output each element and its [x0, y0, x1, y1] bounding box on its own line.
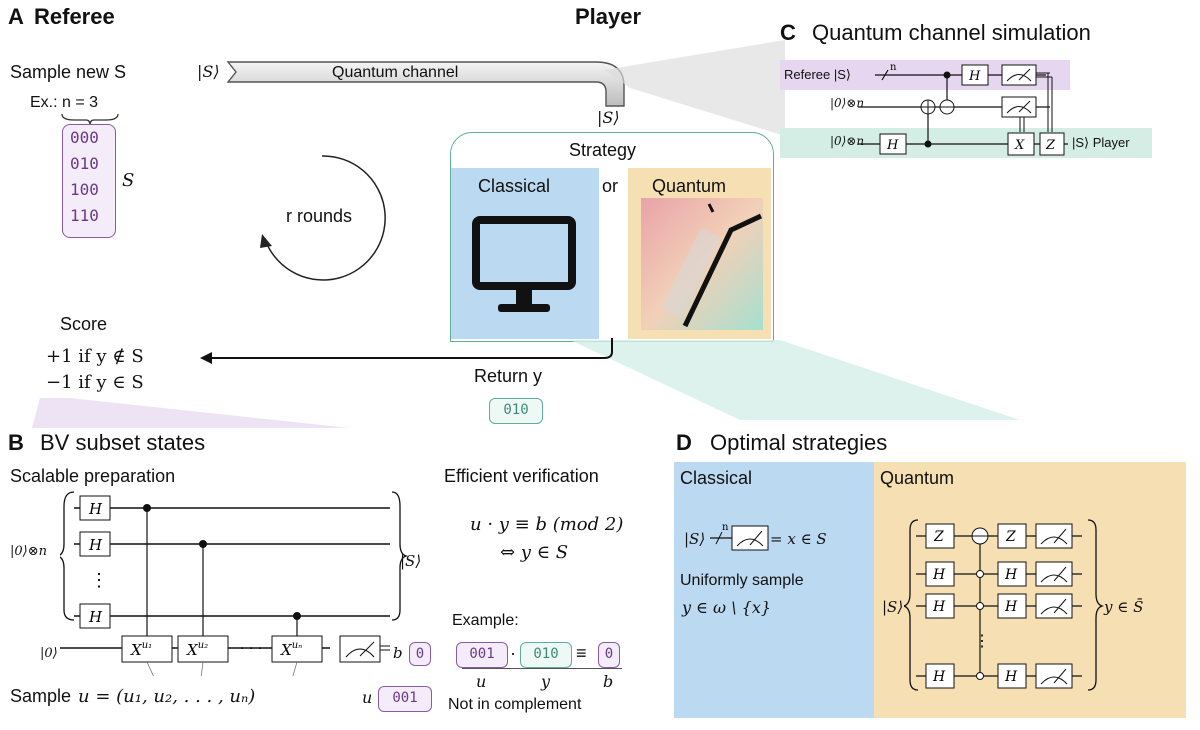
set-value-3: 110 [70, 206, 99, 225]
u-label: u [362, 688, 373, 707]
not-in-complement-label: Not in complement [448, 696, 582, 713]
zero-ket-label-1: |0⟩⊗n [830, 96, 865, 110]
quantum-input-ket: |S⟩ [882, 598, 904, 616]
b-output-box: 0 [409, 642, 431, 666]
panel-d-title: Optimal strategies [710, 430, 888, 455]
return-value-box: 010 [489, 398, 543, 424]
svg-text:⋮: ⋮ [90, 570, 108, 591]
svg-text:H: H [88, 500, 103, 518]
referee-wire-label: Referee |S⟩ [784, 67, 851, 82]
example-equiv: ≡ [576, 643, 587, 663]
svg-text:H: H [1004, 669, 1018, 685]
classical-measure-circuit: n [710, 522, 769, 551]
zero-ket-label: |0⟩ [40, 646, 58, 661]
svg-text:⋮: ⋮ [974, 631, 990, 650]
strategy-label: Strategy [569, 140, 637, 160]
zoom-projection-b [32, 398, 350, 428]
bv-preparation-circuit: H H H ⋮ Xu₁ Xu₂ Xuₙ · · · [60, 491, 409, 676]
or-label: or [602, 176, 619, 196]
uniformly-sample-label: Uniformly sample [680, 572, 804, 589]
svg-text:H: H [1004, 567, 1018, 583]
classical-result: = x ∈ S [770, 530, 827, 548]
channel-output-ket: |S⟩ [597, 108, 620, 127]
channel-input-ket: |S⟩ [197, 62, 220, 81]
svg-text:H: H [968, 69, 981, 84]
example-brackets [462, 668, 622, 671]
set-value-1: 010 [70, 154, 99, 173]
svg-text:H: H [1004, 599, 1018, 615]
quantum-chip-icon [641, 198, 763, 330]
sample-set-box [62, 124, 116, 238]
sample-new-s-label: Sample new S [10, 62, 127, 82]
sample-formula: u = (u₁, u₂, . . . , uₙ) [78, 686, 256, 707]
player-wire-label: |S⟩ Player [1072, 135, 1130, 150]
panel-c-letter: C [780, 20, 796, 45]
set-s-label: S [122, 170, 135, 191]
svg-text:H: H [932, 567, 946, 583]
svg-text:H: H [886, 138, 899, 153]
classical-strategy-label: Classical [478, 176, 551, 196]
svg-text:Z: Z [933, 529, 944, 545]
score-title: Score [60, 314, 108, 334]
channel-simulation-circuit: n H H X Z [858, 62, 1068, 156]
rounds-label: r rounds [286, 206, 353, 226]
svg-text:H: H [88, 608, 103, 626]
verify-equation-2: ⇔ y ∈ S [500, 542, 569, 563]
panel-d-letter: D [676, 430, 692, 455]
verify-equation-1: u · y ≡ b (mod 2) [470, 514, 624, 535]
example-u-sub: u [476, 672, 487, 691]
example-y-box: 010 [520, 642, 572, 668]
svg-text:Z: Z [1045, 138, 1056, 153]
example-u-box: 001 [456, 642, 508, 668]
panel-a-title: Referee [34, 4, 115, 29]
example-dot: · [510, 643, 516, 663]
b-output-label: b [393, 644, 403, 662]
example-b-box: 0 [598, 642, 620, 668]
set-value-2: 100 [70, 180, 99, 199]
classical-strategy-panel [674, 462, 874, 718]
panel-a-letter: A [8, 4, 24, 29]
rounds-cycle [260, 155, 386, 281]
classical-panel-title: Classical [680, 468, 753, 488]
svg-text:n: n [722, 522, 729, 533]
score-minus: −1 if y ∈ S [46, 372, 144, 393]
svg-text:Z: Z [1005, 529, 1016, 545]
u-value-box: 001 [378, 686, 432, 712]
panel-b-letter: B [8, 430, 24, 455]
uniform-sample-formula: y ∈ ω \ {x} [682, 598, 772, 617]
panel-b-title: BV subset states [40, 430, 206, 455]
quantum-result: y ∈ S̄ [1104, 598, 1144, 616]
zoom-projection-c [604, 40, 785, 136]
set-value-0: 000 [70, 128, 99, 147]
svg-text:· · ·: · · · [240, 641, 262, 657]
player-wire-band [780, 128, 1152, 158]
classical-ket: |S⟩ [684, 530, 706, 548]
example-y-sub: y [541, 672, 551, 691]
svg-text:n: n [890, 62, 897, 73]
return-arrow [200, 338, 613, 364]
zero-ket-n-label: |0⟩⊗n [10, 544, 47, 559]
svg-text:H: H [932, 599, 946, 615]
example-n-label: Ex.: n = 3 [30, 94, 99, 111]
scalable-preparation-label: Scalable preparation [10, 466, 176, 486]
svg-text:H: H [932, 669, 946, 685]
return-y-label: Return y [474, 366, 543, 386]
example-label: Example: [452, 612, 519, 629]
zero-ket-label-2: |0⟩⊗n [830, 134, 865, 148]
svg-text:H: H [88, 536, 103, 554]
score-plus: +1 if y ∉ S [46, 346, 144, 367]
player-title: Player [575, 4, 642, 29]
efficient-verification-label: Efficient verification [444, 466, 599, 486]
zoom-projection-d [570, 340, 1020, 420]
quantum-channel-label: Quantum channel [332, 64, 459, 81]
sample-label: Sample [10, 686, 72, 706]
quantum-panel-title: Quantum [880, 468, 955, 488]
quantum-strategy-label: Quantum [652, 176, 727, 196]
quantum-optimal-circuit: Z H H H ⋮ Z H H H [904, 519, 1104, 691]
svg-text:X: X [1014, 138, 1025, 153]
panel-c-title: Quantum channel simulation [812, 20, 1091, 45]
example-b-sub: b [603, 672, 614, 691]
computer-icon [472, 216, 576, 312]
quantum-channel-pipe [226, 61, 625, 107]
